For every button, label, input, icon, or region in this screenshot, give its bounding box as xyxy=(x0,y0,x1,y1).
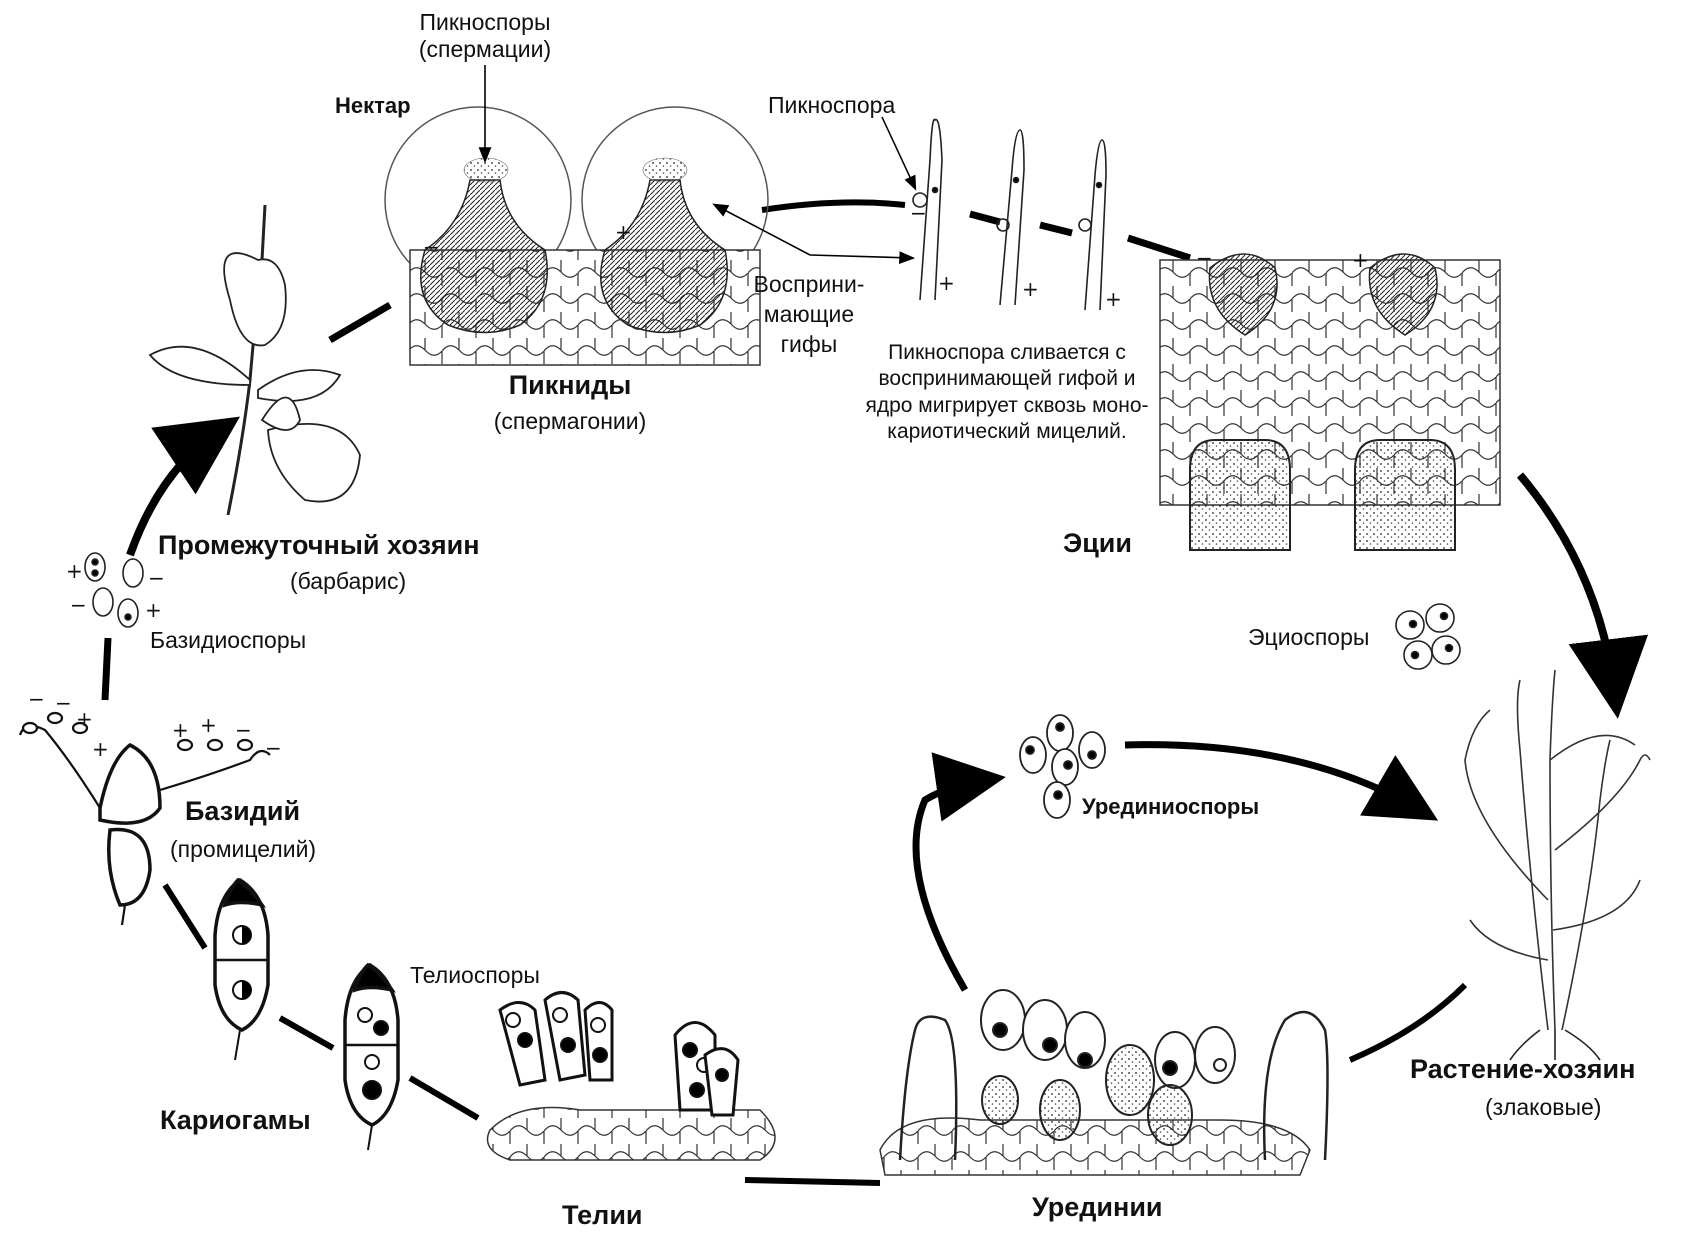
label-aeciospores: Эциоспоры xyxy=(1248,624,1369,651)
label-fusion-note-line-2: воспринимающей гифой и xyxy=(842,366,1172,392)
sign-minus-basidiospore-1: − xyxy=(148,566,165,590)
sign-minus-basidiospore-2: − xyxy=(70,593,87,617)
sign-plus-hypha-1: + xyxy=(938,271,955,295)
connector-hyphae-dash-1 xyxy=(970,214,1000,222)
arrow-uredinia-to-urediniospores xyxy=(916,780,985,990)
connector-hyphae-to-aecia xyxy=(1128,238,1190,258)
basidium-upper-cell xyxy=(100,745,160,823)
label-receptive-hyphae-line-1: Восприни- xyxy=(744,270,874,300)
label-fusion-note-line-1: Пикноспора сливается с xyxy=(842,340,1172,366)
connector-karyogamy-link xyxy=(280,1018,333,1048)
sign-minus-hypha: − xyxy=(910,201,927,225)
uredinia-host-tissue xyxy=(880,1118,1310,1175)
connector-telia-to-karyogamy xyxy=(410,1078,478,1118)
basidium-lower-cell xyxy=(109,830,150,906)
sign-minus-basidium-3: − xyxy=(235,718,252,742)
connector-karyogamy-to-basidium xyxy=(165,885,205,948)
telia-illustration xyxy=(488,993,776,1161)
hypha-3 xyxy=(1085,140,1106,310)
connector-basidium-to-basidiospores xyxy=(105,638,108,700)
sign-plus-hypha-2: + xyxy=(1022,277,1039,301)
barberry-leaf-top xyxy=(224,253,286,345)
barberry-leaf-lower-right xyxy=(268,424,360,502)
host-plant-illustration xyxy=(1465,670,1650,1060)
label-intermediate-host: Промежуточный хозяин xyxy=(158,530,480,562)
label-fusion-note-line-3: ядро мигрирует сквозь моно- xyxy=(842,393,1172,419)
label-cereals: (злаковые) xyxy=(1485,1094,1601,1121)
promycelium-right xyxy=(160,751,270,790)
label-spermagonia: (спермагонии) xyxy=(480,408,660,435)
barberry-leaf-lower xyxy=(262,398,300,431)
sign-plus-basidium-3: + xyxy=(172,718,189,742)
sign-plus-basidium-1: + xyxy=(76,707,93,731)
connector-pycnidia-to-hyphae xyxy=(762,202,905,210)
sign-minus-aecium: − xyxy=(1196,246,1213,270)
sign-plus-aecium: + xyxy=(1352,248,1369,272)
receptive-hyphae-pointer-lower xyxy=(810,255,912,258)
label-basidiospores: Базидиоспоры xyxy=(150,627,306,654)
sign-plus-basidiospore-1: + xyxy=(66,559,83,583)
label-promycelium: (промицелий) xyxy=(170,836,316,863)
pycnospore-label-pointer xyxy=(882,117,915,188)
label-pycnospores-line-2: (спермации) xyxy=(405,36,565,63)
label-fusion-note: Пикноспора сливается с воспринимающей ги… xyxy=(842,340,1172,445)
label-receptive-hyphae-line-2: мающие xyxy=(744,300,874,330)
aecium-right-cup xyxy=(1355,440,1455,550)
pycnospore-cluster-right xyxy=(643,158,687,182)
label-nectar: Нектар xyxy=(335,93,411,119)
label-pycnospores-line-1: Пикноспоры xyxy=(405,9,565,36)
aecium-left-cup xyxy=(1190,440,1290,550)
aecia-illustration xyxy=(1160,254,1500,550)
sign-plus-pycnidium-right: + xyxy=(615,220,632,244)
barberry-leaf-left xyxy=(150,347,250,385)
connector-hyphae-dash-2 xyxy=(1040,225,1072,233)
label-teliospores: Телиоспоры xyxy=(410,962,540,989)
sign-minus-basidium-2: − xyxy=(55,691,72,715)
label-pycnospore: Пикноспора xyxy=(768,92,895,119)
label-pycnospores: Пикноспоры (спермации) xyxy=(405,9,565,63)
label-fusion-note-line-4: кариотический мицелий. xyxy=(842,419,1172,445)
sign-plus-hypha-3: + xyxy=(1105,287,1122,311)
barberry-stem xyxy=(228,205,265,515)
label-karyogamy: Кариогамы xyxy=(160,1105,311,1137)
sign-minus-basidium-4: − xyxy=(265,736,282,760)
arrow-aecia-to-host xyxy=(1520,475,1615,695)
basidiospores-illustration xyxy=(85,553,143,627)
sign-minus-pycnidium-left: − xyxy=(423,235,440,259)
label-pycnidia: Пикниды xyxy=(490,370,650,402)
label-host-plant: Растение-хозяин xyxy=(1410,1054,1635,1086)
label-urediniospores: Урединиоспоры xyxy=(1082,794,1259,820)
pycnidium-right xyxy=(601,180,727,333)
uredinia-illustration xyxy=(880,990,1328,1175)
sign-minus-basidium-1: − xyxy=(28,687,45,711)
label-basidium: Базидий xyxy=(185,796,300,828)
connector-barberry-to-pycnidia xyxy=(330,305,390,340)
pycnospore-cluster xyxy=(464,158,508,182)
label-barberry: (барбарис) xyxy=(290,568,406,595)
label-uredinia: Урединии xyxy=(1032,1192,1163,1224)
promycelium-left xyxy=(20,726,100,808)
hypha-2 xyxy=(1000,130,1024,305)
label-telia: Телии xyxy=(562,1200,643,1232)
sign-plus-basidium-4: + xyxy=(200,713,217,737)
connector-host-to-uredinia xyxy=(1350,985,1465,1060)
aeciospores-illustration xyxy=(1396,604,1460,669)
label-aecia: Эции xyxy=(1063,528,1132,560)
sign-plus-basidium-2: + xyxy=(92,737,109,761)
sign-plus-basidiospore-2: + xyxy=(145,598,162,622)
connector-uredinia-to-telia xyxy=(745,1180,880,1183)
barberry-leaf-right xyxy=(258,370,340,401)
